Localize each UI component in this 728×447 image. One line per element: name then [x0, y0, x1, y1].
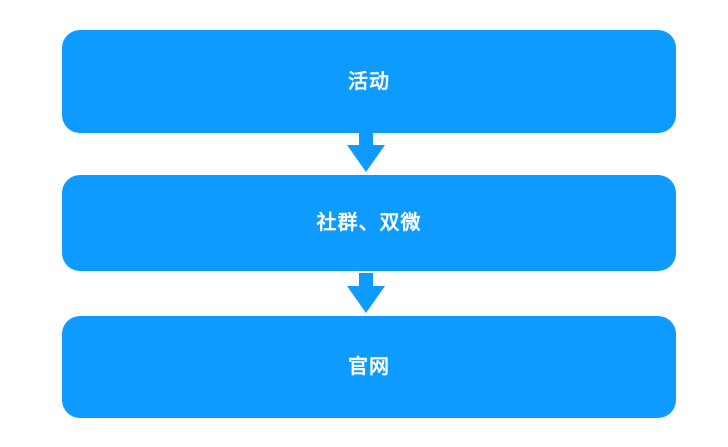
flow-node-label: 官网	[348, 356, 390, 378]
flow-node-label: 活动	[348, 70, 390, 93]
flow-node-activity[interactable]: 活动	[62, 30, 676, 133]
flow-node-official-website[interactable]: 官网	[62, 316, 676, 418]
flow-node-label: 社群、双微	[316, 212, 422, 234]
arrow-down-icon	[347, 273, 385, 313]
flow-node-community-social[interactable]: 社群、双微	[62, 175, 676, 271]
arrow-down-icon	[347, 132, 385, 172]
